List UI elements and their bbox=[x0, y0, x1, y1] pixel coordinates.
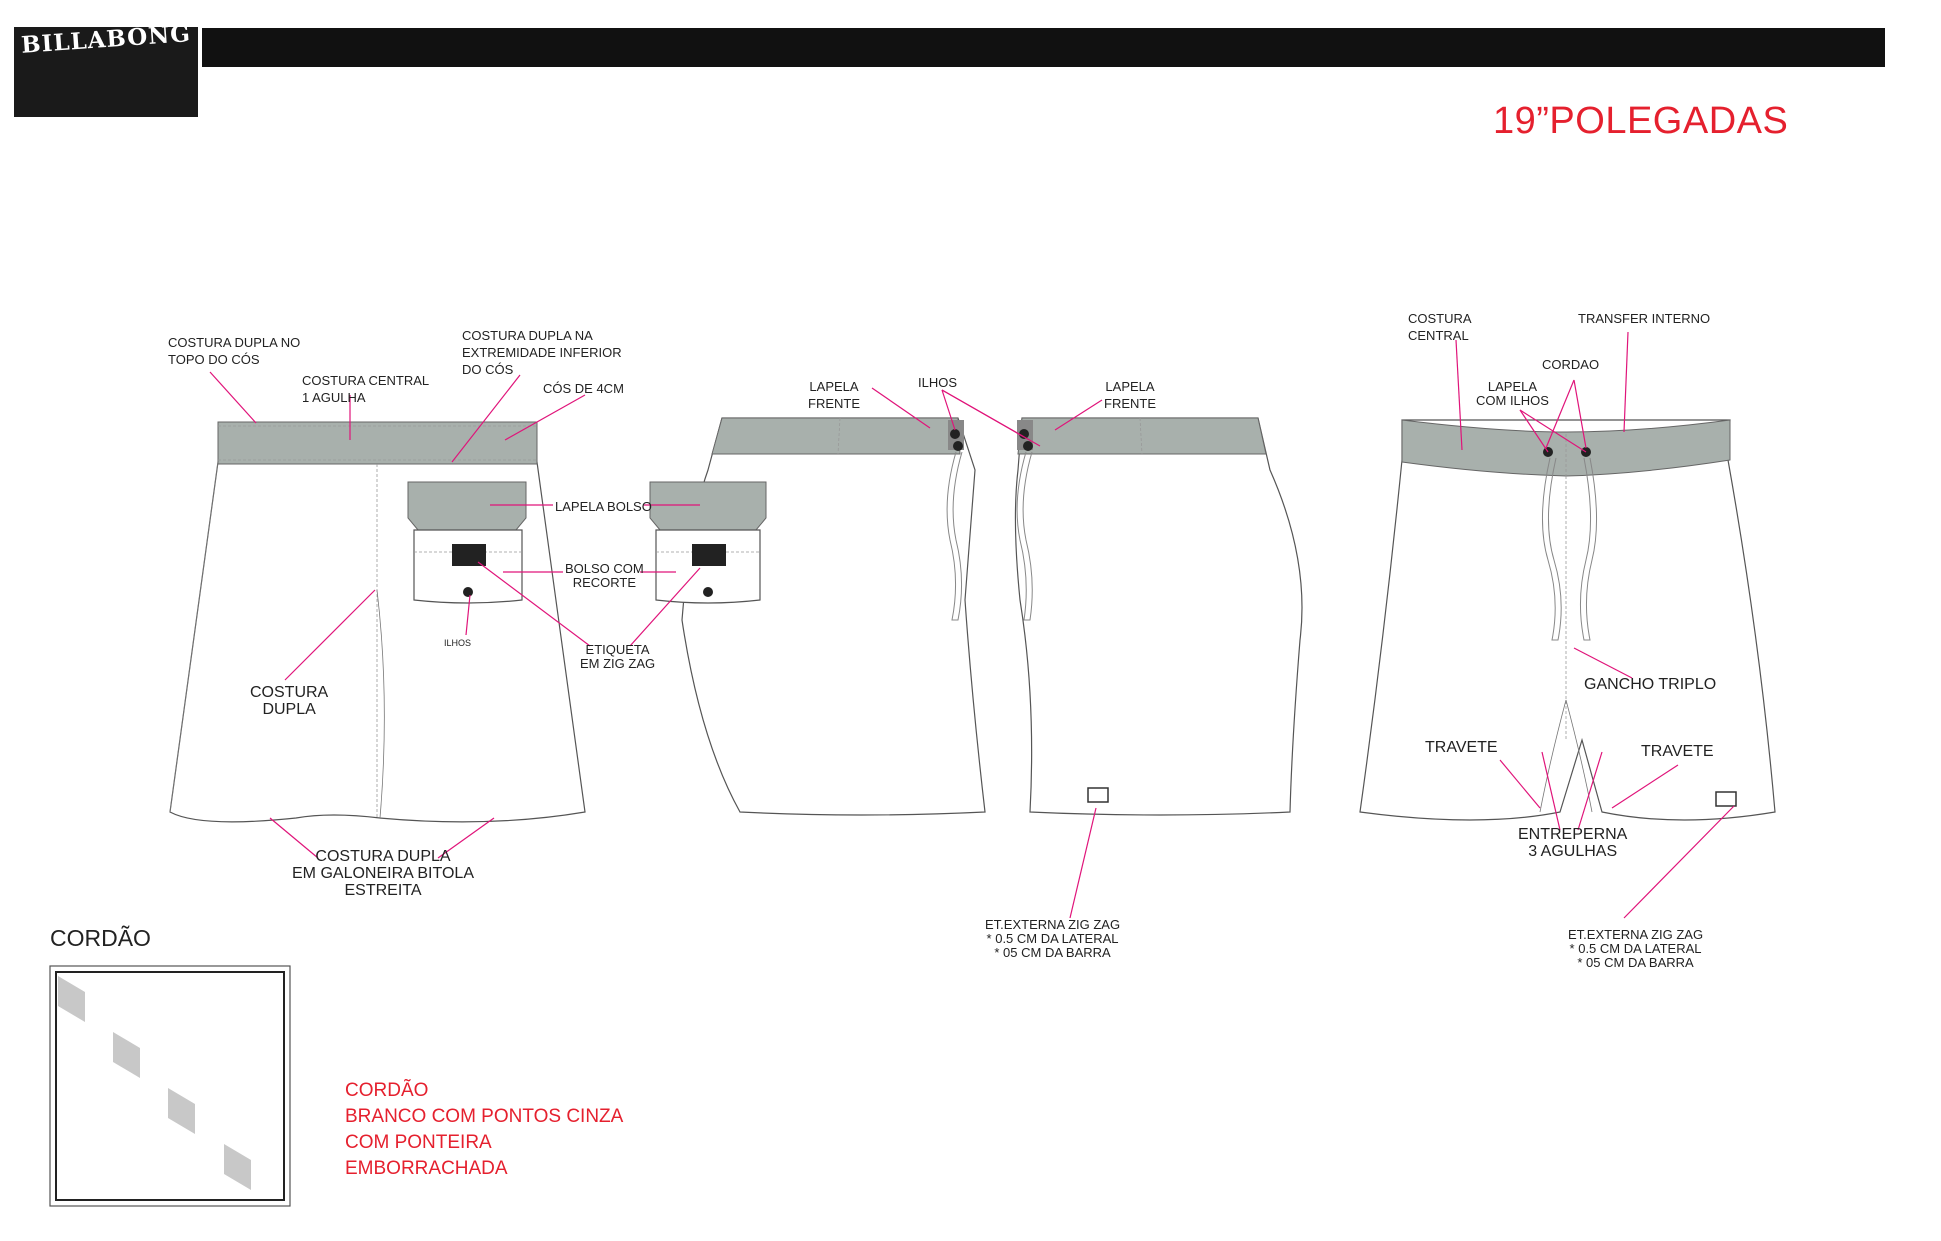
back-pocket-flap bbox=[407, 481, 527, 531]
cordao-title: CORDÃO bbox=[50, 925, 151, 951]
label-cos-4cm: CÓS DE 4CM bbox=[543, 381, 624, 396]
back-pocket-label bbox=[452, 544, 486, 566]
pattern-dot bbox=[168, 1088, 195, 1134]
header-bar bbox=[202, 28, 1885, 67]
callout-lines bbox=[209, 331, 1735, 919]
label-ilhos-bolso: ILHOS bbox=[444, 638, 472, 648]
label-gancho-triplo: GANCHO TRIPLO bbox=[1584, 676, 1717, 693]
cordao-description: CORDÃO BRANCO COM PONTOS CINZA COM PONTE… bbox=[345, 1080, 624, 1179]
side-left-pocket bbox=[655, 529, 761, 604]
back-pocket-eyelet bbox=[463, 587, 473, 597]
pattern-dot bbox=[113, 1032, 140, 1078]
front-shorts-body bbox=[1359, 419, 1776, 821]
label-travete-left: TRAVETE bbox=[1425, 739, 1498, 756]
brand-logo bbox=[14, 27, 198, 117]
side-view-right bbox=[1014, 417, 1303, 816]
pattern-dot bbox=[58, 976, 85, 1022]
front-brand-tag bbox=[1715, 791, 1737, 807]
label-et-externa-side: ET.EXTERNA ZIG ZAG* 0.5 CM DA LATERAL* 0… bbox=[985, 917, 1121, 960]
label-travete-right: TRAVETE bbox=[1641, 743, 1714, 760]
side-view-left bbox=[649, 417, 986, 816]
label-et-externa-front: ET.EXTERNA ZIG ZAG* 0.5 CM DA LATERAL* 0… bbox=[1568, 927, 1704, 970]
front-waistband bbox=[1401, 419, 1731, 477]
side-left-waistband bbox=[711, 417, 961, 455]
cordao-pattern-box bbox=[49, 965, 291, 1207]
back-pocket bbox=[413, 529, 523, 604]
front-view bbox=[1359, 419, 1776, 821]
back-waistband bbox=[217, 421, 538, 465]
back-view bbox=[169, 421, 586, 823]
label-ilhos-side: ILHOS bbox=[918, 375, 958, 390]
label-transfer-interno: TRANSFER INTERNO bbox=[1578, 311, 1711, 326]
label-cordao: CORDAO bbox=[1542, 357, 1600, 372]
side-left-body bbox=[681, 417, 986, 816]
size-title: 19”POLEGADAS bbox=[1493, 100, 1789, 142]
side-right-brand-tag bbox=[1087, 787, 1109, 803]
pattern-dot bbox=[224, 1144, 251, 1190]
label-lapela-bolso: LAPELA BOLSO bbox=[555, 499, 652, 514]
side-right-body bbox=[1014, 417, 1303, 816]
side-left-pocket-flap bbox=[649, 481, 767, 531]
